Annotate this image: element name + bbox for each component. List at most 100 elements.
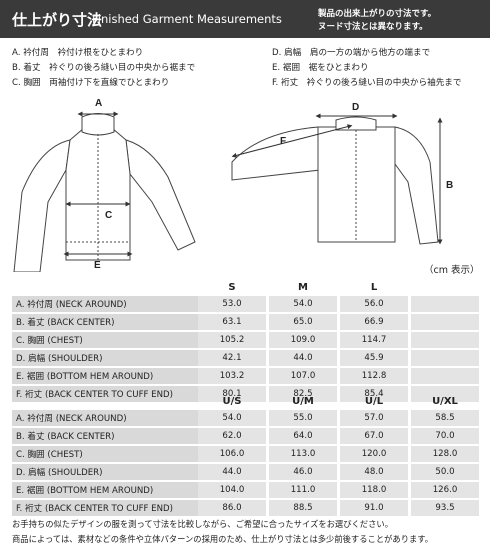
title-en: Finished Garment Measurements bbox=[92, 12, 282, 26]
row-label: A. 衿付周 (NECK AROUND) bbox=[12, 410, 198, 426]
size-value-cell: 93.5 bbox=[411, 500, 479, 516]
size-value-cell bbox=[411, 314, 479, 330]
size-value-cell: 91.0 bbox=[340, 500, 408, 516]
label-f: F bbox=[280, 136, 286, 147]
size-value-cell: 44.0 bbox=[198, 464, 266, 480]
size-value-cell: 85.4 bbox=[340, 386, 408, 402]
row-label bbox=[12, 280, 198, 294]
size-value-cell bbox=[411, 280, 479, 294]
header-note-2: ヌード寸法とは異なります。 bbox=[318, 22, 428, 32]
row-label: C. 胸囲 (CHEST) bbox=[12, 332, 198, 348]
label-b: B bbox=[446, 180, 453, 191]
size-value-cell: 58.5 bbox=[411, 410, 479, 426]
row-label bbox=[12, 394, 198, 408]
col-header: U/L bbox=[364, 395, 384, 407]
row-label: F. 裄丈 (BACK CENTER TO CUFF END) bbox=[12, 386, 198, 402]
size-value-cell: 56.0 bbox=[340, 296, 408, 312]
unit-note: （cm 表示） bbox=[424, 265, 480, 276]
size-table-2: U/S U/M U/L U/XL A. 衿付周 (NECK AROUND)54.… bbox=[12, 392, 479, 518]
size-value-cell: 48.0 bbox=[340, 464, 408, 480]
size-value-cell: 88.5 bbox=[269, 500, 337, 516]
label-e: E bbox=[94, 260, 101, 271]
col-header: U/S bbox=[222, 395, 242, 407]
legend-d: D. 肩幅 肩の一方の端から他方の端まで bbox=[272, 48, 431, 58]
size-value-cell: 45.9 bbox=[340, 350, 408, 366]
size-value-cell: 54.0 bbox=[198, 410, 266, 426]
col-header: U/M bbox=[292, 395, 314, 407]
size-value-cell: 70.0 bbox=[411, 428, 479, 444]
col-header: S bbox=[228, 281, 236, 293]
col-header: U/XL bbox=[432, 395, 458, 407]
legend-a: A. 衿付周 衿付け根をひとまわり bbox=[12, 48, 144, 58]
size-value-cell bbox=[411, 332, 479, 348]
size-value-cell: 105.2 bbox=[198, 332, 266, 348]
col-header: L bbox=[370, 281, 378, 293]
row-label: D. 肩幅 (SHOULDER) bbox=[12, 464, 198, 480]
size-value-cell: 113.0 bbox=[269, 446, 337, 462]
size-value-cell: 66.9 bbox=[340, 314, 408, 330]
size-value-cell: 112.8 bbox=[340, 368, 408, 384]
row-label: E. 裾囲 (BOTTOM HEM AROUND) bbox=[12, 482, 198, 498]
label-c: C bbox=[105, 210, 112, 221]
row-label: C. 胸囲 (CHEST) bbox=[12, 446, 198, 462]
legend-e: E. 裾囲 裾をひとまわり bbox=[272, 63, 369, 73]
size-value-cell: 103.2 bbox=[198, 368, 266, 384]
size-value-cell: 80.1 bbox=[198, 386, 266, 402]
header-bar: 仕上がり寸法 Finished Garment Measurements 製品の… bbox=[0, 0, 490, 38]
size-value-cell: 65.0 bbox=[269, 314, 337, 330]
size-value-cell: 111.0 bbox=[269, 482, 337, 498]
size-value-cell bbox=[411, 368, 479, 384]
size-value-cell: 86.0 bbox=[198, 500, 266, 516]
table-header-row: U/S U/M U/L U/XL bbox=[12, 394, 479, 408]
size-value-cell: 107.0 bbox=[269, 368, 337, 384]
size-value-cell: 118.0 bbox=[340, 482, 408, 498]
size-value-cell: 55.0 bbox=[269, 410, 337, 426]
row-label: E. 裾囲 (BOTTOM HEM AROUND) bbox=[12, 368, 198, 384]
size-value-cell: 50.0 bbox=[411, 464, 479, 480]
col-header: M bbox=[298, 281, 308, 293]
legend-f: F. 裄丈 衿ぐりの後ろ縫い目の中央から袖先まで bbox=[272, 78, 462, 88]
size-value-cell: 67.0 bbox=[340, 428, 408, 444]
size-value-cell: 126.0 bbox=[411, 482, 479, 498]
size-value-cell: 57.0 bbox=[340, 410, 408, 426]
size-value-cell bbox=[411, 296, 479, 312]
legend-c: C. 胸囲 両袖付け下を直線でひとまわり bbox=[12, 78, 170, 88]
size-value-cell: 42.1 bbox=[198, 350, 266, 366]
header-note-1: 製品の出来上がりの寸法です。 bbox=[318, 9, 437, 19]
legend-b: B. 着丈 衿ぐりの後ろ縫い目の中央から裾まで bbox=[12, 63, 196, 73]
size-value-cell: 104.0 bbox=[198, 482, 266, 498]
size-value-cell: 82.5 bbox=[269, 386, 337, 402]
arrow-f bbox=[231, 124, 353, 158]
footer-note-2: 商品によっては、素材などの条件や立体パターンの採用のため、仕上がり寸法とは多少前… bbox=[12, 534, 434, 544]
size-value-cell: 114.7 bbox=[340, 332, 408, 348]
back-jacket-drawing bbox=[231, 116, 439, 245]
size-value-cell: 109.0 bbox=[269, 332, 337, 348]
size-value-cell: 128.0 bbox=[411, 446, 479, 462]
row-label: D. 肩幅 (SHOULDER) bbox=[12, 350, 198, 366]
row-label: B. 着丈 (BACK CENTER) bbox=[12, 428, 198, 444]
table-header-row: S M L bbox=[12, 280, 479, 294]
size-value-cell bbox=[411, 386, 479, 402]
row-label: B. 着丈 (BACK CENTER) bbox=[12, 314, 198, 330]
title-jp: 仕上がり寸法 bbox=[12, 11, 103, 29]
row-label: A. 衿付周 (NECK AROUND) bbox=[12, 296, 198, 312]
row-label: F. 裄丈 (BACK CENTER TO CUFF END) bbox=[12, 500, 198, 516]
front-jacket-drawing bbox=[13, 113, 196, 272]
footer-note-1: お手持ちの似たデザインの服を測って寸法を比較しながら、ご希望に合ったサイズをお選… bbox=[12, 519, 393, 529]
label-a: A bbox=[95, 98, 102, 109]
size-value-cell: 63.1 bbox=[198, 314, 266, 330]
size-value-cell: 53.0 bbox=[198, 296, 266, 312]
size-value-cell: 62.0 bbox=[198, 428, 266, 444]
size-value-cell bbox=[411, 350, 479, 366]
